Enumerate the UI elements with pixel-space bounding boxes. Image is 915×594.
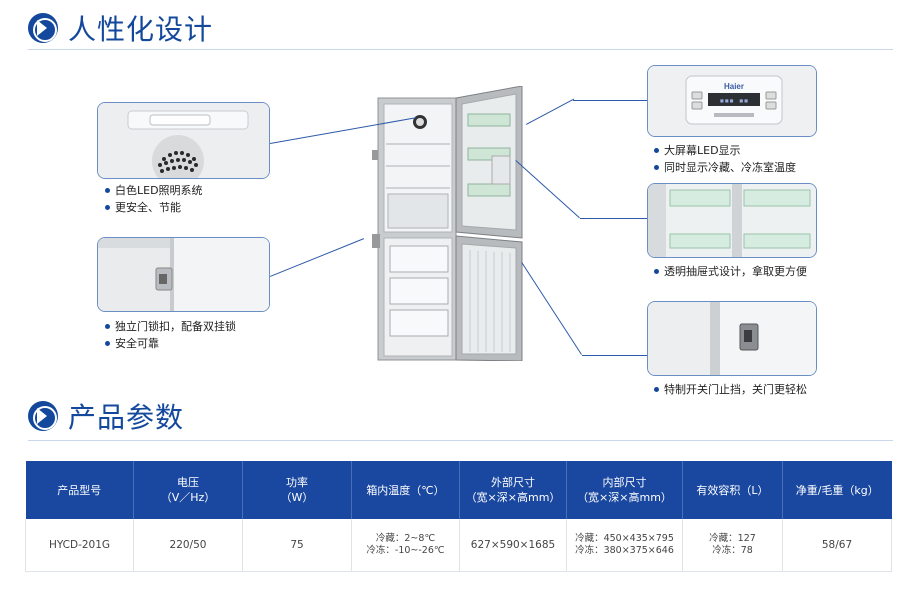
table-header-cell: 净重/毛重（kg）: [782, 461, 892, 519]
table-cell: 冷藏：2~8℃ 冷冻：-10~-26℃: [351, 519, 460, 572]
table-cell: 58/67: [782, 519, 892, 572]
table-header-cell: 有效容积（L）: [682, 461, 783, 519]
params-section-header: 产品参数: [28, 396, 184, 436]
refrigerator-image: [364, 85, 530, 362]
led-light-bullets: 白色LED照明系统 更安全、节能: [103, 182, 203, 216]
drawer-image: [647, 183, 817, 258]
table-cell: 220/50: [133, 519, 243, 572]
door-lock-image: [97, 237, 270, 312]
connector-line: [580, 218, 647, 219]
table-cell: 冷藏：127 冷冻：78: [682, 519, 783, 572]
table-row: HYCD-201G 220/50 75 冷藏：2~8℃ 冷冻：-10~-26℃ …: [25, 519, 892, 572]
bullet-item: 独立门锁扣，配备双挂锁: [103, 318, 236, 335]
table-cell: HYCD-201G: [25, 519, 134, 572]
table-header-cell: 产品型号: [25, 461, 134, 519]
led-light-image: [97, 102, 270, 179]
door-stop-image: [647, 301, 817, 376]
connector-line: [573, 100, 647, 101]
bullet-item: 特制开关门止挡，关门更轻松: [652, 381, 807, 398]
table-header-cell: 功率 （W）: [242, 461, 352, 519]
connector-line: [582, 355, 647, 356]
table-header-cell: 电压 （V／Hz）: [133, 461, 243, 519]
connector-line: [521, 262, 582, 355]
table-cell: 627×590×1685: [459, 519, 567, 572]
spec-table: 产品型号 电压 （V／Hz） 功率 （W） 箱内温度（℃） 外部尺寸 （宽×深×…: [25, 461, 892, 572]
table-header-cell: 内部尺寸 （宽×深×高mm）: [566, 461, 683, 519]
table-header-cell: 外部尺寸 （宽×深×高mm）: [459, 461, 567, 519]
design-section-header: 人性化设计: [28, 8, 213, 48]
bullet-item: 白色LED照明系统: [103, 182, 203, 199]
table-header-cell: 箱内温度（℃）: [351, 461, 460, 519]
bullet-item: 透明抽屉式设计，拿取更方便: [652, 263, 807, 280]
connector-line: [526, 98, 575, 125]
door-lock-bullets: 独立门锁扣，配备双挂锁 安全可靠: [103, 318, 236, 352]
chevron-circle-icon: [28, 401, 58, 431]
section-title-params: 产品参数: [68, 401, 185, 434]
svg-text:▪▪▪ ▪▪: ▪▪▪ ▪▪: [720, 96, 749, 105]
connector-line: [270, 238, 365, 277]
haier-logo-text: Haier: [724, 82, 744, 91]
table-header-row: 产品型号 电压 （V／Hz） 功率 （W） 箱内温度（℃） 外部尺寸 （宽×深×…: [25, 461, 892, 519]
bullet-item: 同时显示冷藏、冷冻室温度: [652, 159, 796, 176]
bullet-item: 更安全、节能: [103, 199, 203, 216]
led-display-image: Haier ▪▪▪ ▪▪: [647, 65, 817, 137]
divider: [28, 49, 893, 50]
chevron-circle-icon: [28, 13, 58, 43]
table-cell: 75: [242, 519, 352, 572]
bullet-item: 安全可靠: [103, 335, 236, 352]
section-title-design: 人性化设计: [68, 13, 214, 46]
divider: [28, 440, 893, 441]
display-bullets: 大屏幕LED显示 同时显示冷藏、冷冻室温度: [652, 142, 796, 176]
drawer-bullets: 透明抽屉式设计，拿取更方便: [652, 263, 807, 280]
bullet-item: 大屏幕LED显示: [652, 142, 796, 159]
table-cell: 冷藏：450×435×795 冷冻：380×375×646: [566, 519, 683, 572]
door-stop-bullets: 特制开关门止挡，关门更轻松: [652, 381, 807, 398]
